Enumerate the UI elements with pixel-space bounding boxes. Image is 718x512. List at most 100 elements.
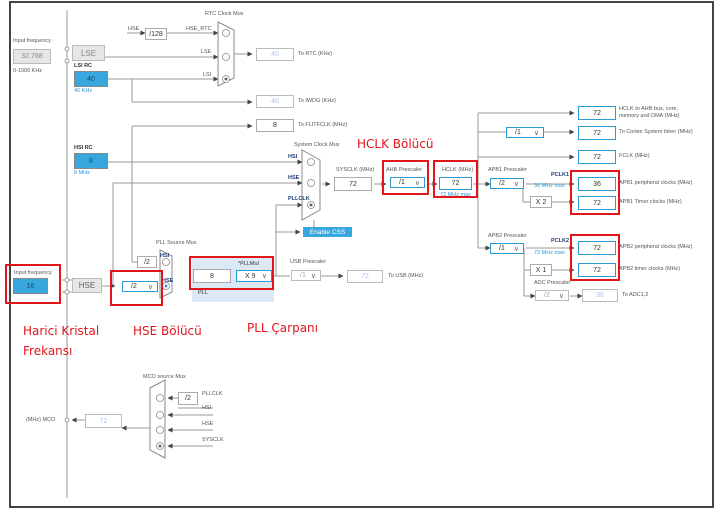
chevron-down-icon: ∨ <box>147 284 153 291</box>
hsi-rc-value: 8 <box>74 153 108 169</box>
hclk-ahb-output-label-2: memory and DMA (MHz) <box>619 113 680 119</box>
hclk-ahb-output-label-1: HCLK to AHB bus, core, <box>619 106 678 112</box>
cortex-timer-divider-select[interactable]: /1∨ <box>506 127 544 138</box>
pclk2-label: PCLK2 <box>551 238 570 244</box>
chevron-down-icon: ∨ <box>513 181 519 188</box>
chevron-down-icon: ∨ <box>261 273 267 280</box>
pclk1-max-label: 36 MHz max <box>534 183 565 189</box>
pll-block-label: PLL <box>198 290 208 296</box>
pll-input-value: 8 <box>193 269 231 283</box>
annotation-hse-divider: HSE Bölücü <box>133 324 202 338</box>
chevron-down-icon: ∨ <box>558 293 564 300</box>
hclk-input-field[interactable]: 72 <box>439 177 472 190</box>
pll-mul-label: *PLLMul <box>238 261 259 267</box>
mco-sysclk-label: SYSCLK <box>202 437 224 443</box>
pll-mul-select[interactable]: X 9 ∨ <box>236 270 272 282</box>
hclk-max-label: 72 MHz max <box>440 192 471 198</box>
apb2-peripheral-output-label: APB2 peripheral clocks (MHz) <box>619 244 693 250</box>
apb1-prescaler-select[interactable]: /2∨ <box>490 178 524 189</box>
rtc-lsi-label: LSI <box>203 72 212 78</box>
lse-range-label: 0-1000 KHz <box>13 68 43 74</box>
rtc-div128-box: /128 <box>145 28 167 40</box>
mco-output-label: (MHz) MCO <box>26 417 56 423</box>
hse-input-field[interactable]: 16 <box>13 278 48 294</box>
ahb-prescaler-label: AHB Prescaler <box>386 167 423 173</box>
rtc-hse-rtc-label: HSE_RTC <box>186 26 212 32</box>
annotation-hclk-divider: HCLK Bölücü <box>357 137 434 151</box>
hclk-ahb-output-value: 72 <box>578 106 616 120</box>
apb2-prescaler-value: /1 <box>499 245 505 252</box>
chevron-down-icon: ∨ <box>414 180 420 187</box>
apb1-peripheral-output-label: APB1 peripheral clocks (MHz) <box>619 180 693 186</box>
annotation-pll-multiplier: PLL Çarpanı <box>247 321 318 335</box>
flitf-output-label: To FLITFCLK (MHz) <box>298 122 348 128</box>
apb2-prescaler-select[interactable]: /1 ∨ <box>490 243 524 254</box>
highlight-apb2-outputs <box>570 234 620 281</box>
iwdg-output-label: To IWDG (KHz) <box>298 98 336 104</box>
highlight-hclk <box>433 160 478 198</box>
adc-output-label: To ADC1,2 <box>622 292 649 298</box>
lsi-rc-title: LSI RC <box>74 63 93 69</box>
apb1-timer-output-value: 72 <box>578 196 616 210</box>
hsi-rc-unit: 8 MHz <box>74 170 90 176</box>
apb2-peripheral-output-value: 72 <box>578 241 616 255</box>
pll-src-hse-label: HSE <box>162 278 174 284</box>
enable-css-button[interactable]: Enable CSS <box>303 227 352 237</box>
pll-mul-value: X 9 <box>245 272 256 280</box>
chevron-down-icon: ∨ <box>310 273 316 280</box>
flitf-output-value: 8 <box>256 119 294 132</box>
cortex-timer-output-label: To Cortex System timer (MHz) <box>619 129 693 135</box>
lse-input-label: Input frequency <box>13 38 51 44</box>
ahb-prescaler-value: /1 <box>399 179 405 186</box>
usb-output-value: 72 <box>347 270 383 283</box>
adc-prescaler-select[interactable]: /2∨ <box>535 290 569 301</box>
highlight-hse-divider <box>110 270 163 306</box>
lsi-rc-unit: 40 KHz <box>74 88 93 94</box>
adc-output-value: 36 <box>582 289 618 302</box>
rtc-output-label: To RTC (KHz) <box>298 51 333 57</box>
hsi-rc-title: HSI RC <box>74 145 93 151</box>
hse-input-label: Input frequency <box>14 270 52 276</box>
usb-prescaler-label: USB Prescaler <box>290 259 327 265</box>
cortex-divider-value: /1 <box>515 129 521 136</box>
hsi-div2-box: /2 <box>137 256 157 268</box>
ahb-prescaler-select[interactable]: /1 ∨ <box>390 177 425 188</box>
rtc-hse-label: HSE <box>128 26 140 32</box>
highlight-hse-input <box>5 264 61 304</box>
lse-block: LSE <box>72 45 105 61</box>
apb1-timer-output-label: APB1 Timer clocks (MHz) <box>619 199 682 205</box>
usb-prescaler-select[interactable]: /1 ∨ <box>291 270 321 281</box>
pclk2-max-label: 72 MHz max <box>534 250 565 256</box>
mco-hse-label: HSE <box>202 421 214 427</box>
apb2-prescaler-label: APB2 Prescaler <box>488 233 527 239</box>
hclk-label: HCLK (MHz) <box>442 167 474 173</box>
pll-source-mux-title: PLL Source Mux <box>156 240 197 246</box>
chevron-down-icon: ∨ <box>513 246 519 253</box>
sysmux-pllclk-label: PLLCLK <box>288 196 310 202</box>
rtc-mux-title: RTC Clock Mux <box>205 11 244 17</box>
hse-block: HSE <box>72 278 102 293</box>
adc-prescaler-label: ADC Prescaler <box>534 280 571 286</box>
apb1-peripheral-output-value: 36 <box>578 177 616 191</box>
hse-prediv-value: /2 <box>131 283 137 290</box>
iwdg-output-value: 40 <box>256 95 294 108</box>
apb2-timer-output-label: APB2 timer clocks (MHz) <box>619 266 681 272</box>
hse-prediv-select[interactable]: /2 ∨ <box>122 281 158 292</box>
mco-hsi-label: HSI <box>202 405 212 411</box>
highlight-apb1-outputs <box>570 170 620 215</box>
sysmux-hsi-label: HSI <box>288 154 298 160</box>
sysmux-hse-label: HSE <box>288 175 300 181</box>
apb2-timer-output-value: 72 <box>578 263 616 277</box>
sysclk-value: 72 <box>334 177 372 191</box>
lse-input-field[interactable]: 32.768 <box>13 49 51 64</box>
sysclk-label: SYSCLK (MHz) <box>336 167 375 173</box>
apb1-prescaler-label: APB1 Prescaler <box>488 167 527 173</box>
annotation-crystal-1: Harici Kristal <box>23 324 100 338</box>
mco-div2-box: /2 <box>178 392 198 405</box>
mco-pllclk-label: PLLCLK <box>202 391 223 397</box>
apb1-timer-multiplier: X 2 <box>530 196 552 208</box>
rtc-output-value: 40 <box>256 48 294 61</box>
mco-source-mux-title: MCO source Mux <box>143 374 186 380</box>
cortex-timer-output-value: 72 <box>578 126 616 140</box>
usb-prescaler-value: /1 <box>300 272 306 279</box>
